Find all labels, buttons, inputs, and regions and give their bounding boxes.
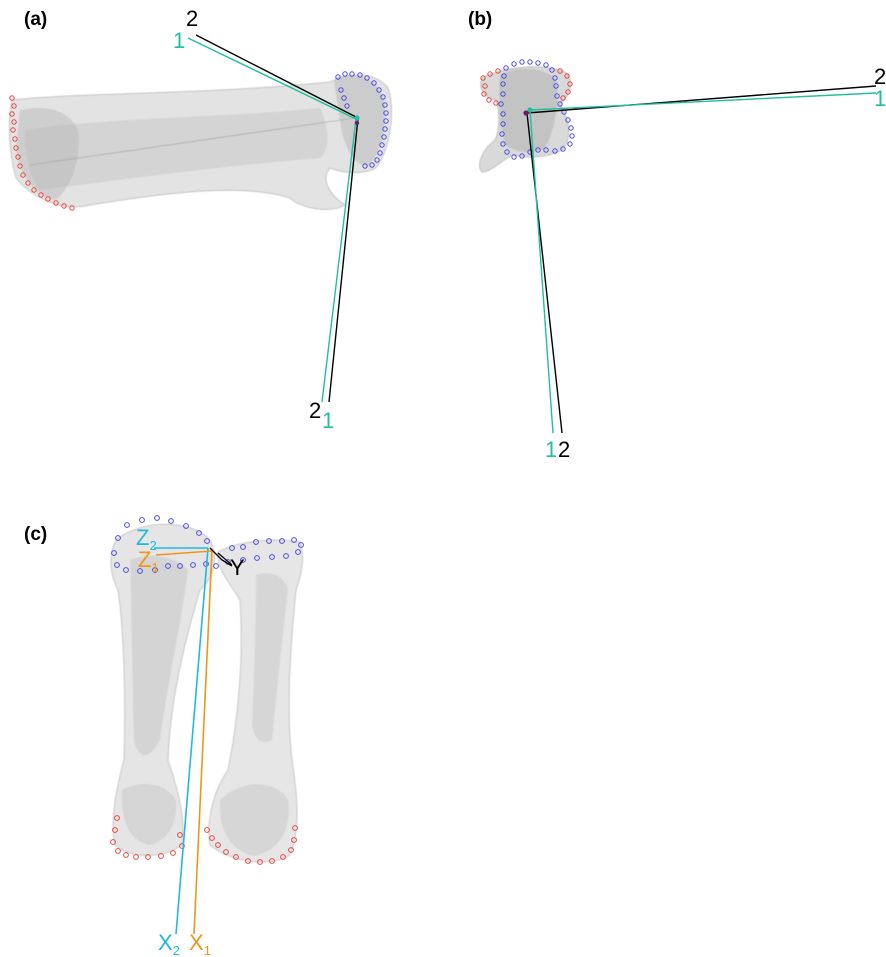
x2-main: X (158, 930, 173, 955)
panel-b-origin-2 (523, 110, 528, 115)
x1-sub: 1 (204, 943, 211, 957)
panel-b-axes (523, 86, 876, 433)
panel-b-label: (b) (468, 9, 492, 30)
panel-c-left-bone-mesh-icon (111, 524, 215, 855)
panel-c-right-bone-mesh-icon (209, 540, 303, 862)
panel-c-label-x1: X1 (189, 930, 211, 957)
panel-c-label-y: Y (230, 555, 245, 580)
panel-a-origin-2 (355, 121, 359, 125)
x2-sub: 2 (173, 943, 180, 957)
z1-main: Z (138, 547, 151, 572)
panel-a-label: (a) (24, 9, 47, 30)
panel-b-label-1-bottom: 1 (545, 437, 557, 462)
panel-a-origin-1 (354, 115, 359, 120)
panel-b-label-2-bottom: 2 (558, 437, 570, 462)
panel-c-label: (c) (24, 524, 47, 545)
panel-b-bone-mesh-icon (480, 67, 571, 172)
x1-main: X (189, 930, 204, 955)
z1-sub: 1 (151, 560, 158, 575)
panel-a-label-2-top: 2 (186, 6, 198, 31)
panel-a-label-2-bottom: 2 (309, 398, 321, 423)
panel-a-label-1-bottom: 1 (322, 408, 334, 433)
panel-a-bone-mesh-icon (9, 75, 391, 209)
panel-b-label-1-right: 1 (874, 86, 886, 111)
panel-a-label-1-top: 1 (173, 28, 185, 53)
